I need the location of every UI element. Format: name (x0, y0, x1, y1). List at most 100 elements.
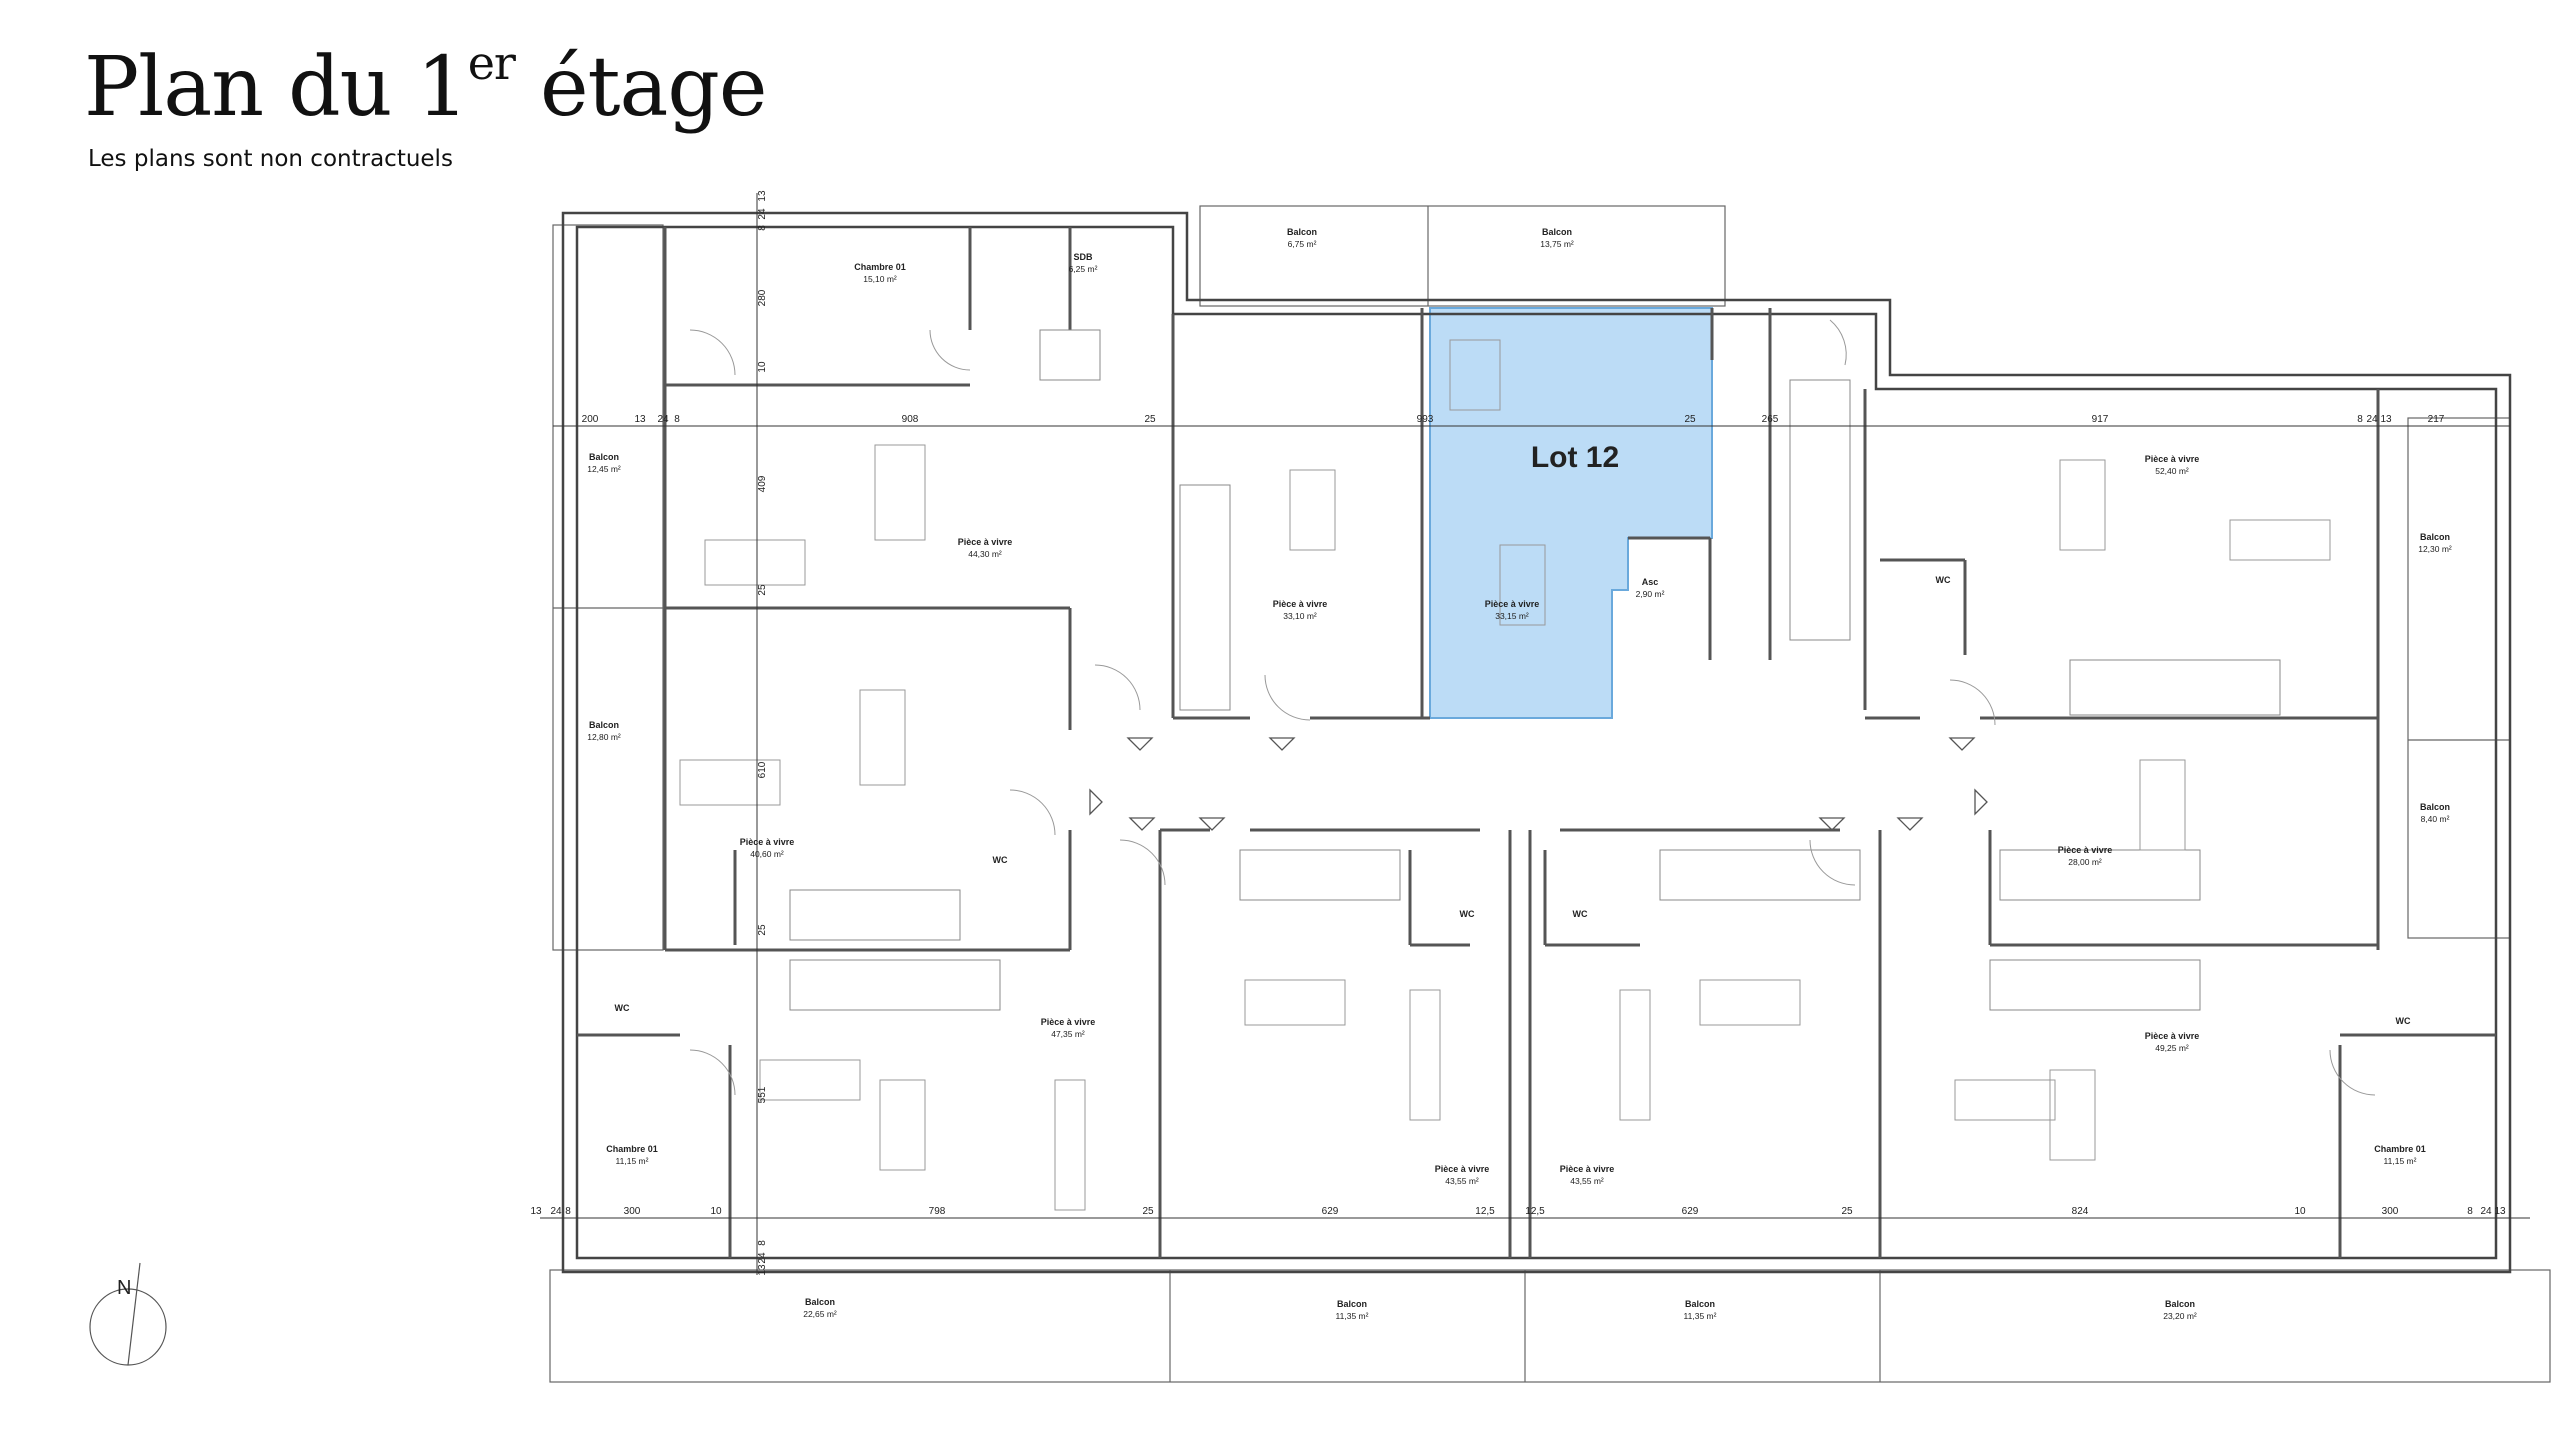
room-name: Chambre 01 (2374, 1144, 2426, 1154)
dimension-label: 8 (2357, 414, 2363, 425)
dimension-label: 13 (2494, 1206, 2506, 1217)
dimension-label: 217 (2428, 414, 2445, 425)
dimension-label: 24 (657, 414, 669, 425)
dimension-label: 908 (902, 414, 919, 425)
room-area: 11,35 m² (1336, 1311, 1369, 1321)
room-area: 52,40 m² (2155, 466, 2189, 476)
room-name: Balcon (805, 1297, 835, 1307)
dimension-label: 10 (2294, 1206, 2306, 1217)
room-name: SDB (1073, 252, 1093, 262)
dimension-label: 24 (757, 208, 768, 220)
room-name: Balcon (2420, 802, 2450, 812)
room-name: Pièce à vivre (2145, 1031, 2200, 1041)
furniture (679, 339, 2331, 1211)
balcony-outlines (549, 205, 2551, 1383)
room-area: 11,15 m² (616, 1156, 649, 1166)
dimension-label: 13 (530, 1206, 542, 1217)
dimension-label: 12,5 (1525, 1206, 1545, 1217)
room-name: Chambre 01 (606, 1144, 658, 1154)
dimension-label: 610 (757, 761, 768, 778)
room-area: 11,15 m² (2384, 1156, 2417, 1166)
room-name: Asc (1642, 577, 1659, 587)
dimension-label: 10 (757, 361, 768, 373)
room-name: Pièce à vivre (2058, 845, 2113, 855)
page-title: Plan du 1er étage (84, 35, 767, 135)
dimension-label: 24 (757, 1252, 768, 1264)
room-name: Chambre 01 (854, 262, 906, 272)
room-name: WC (993, 855, 1008, 865)
dimension-label: 409 (757, 475, 768, 492)
dimension-label: 25 (757, 584, 768, 596)
dimension-lines (540, 193, 2530, 1275)
room-area: 12,30 m² (2418, 544, 2452, 554)
room-area: 23,20 m² (2163, 1311, 2197, 1321)
dimension-label: 24 (2480, 1206, 2492, 1217)
page-subtitle: Les plans sont non contractuels (88, 146, 453, 172)
dimension-label: 993 (1417, 414, 1434, 425)
dimension-label: 8 (674, 414, 680, 425)
dimension-label: 24 (2366, 414, 2378, 425)
room-name: Balcon (589, 720, 619, 730)
dimension-label: 300 (624, 1206, 641, 1217)
dimension-label: 917 (2092, 414, 2109, 425)
room-name: Pièce à vivre (1485, 599, 1540, 609)
dimension-label: 280 (757, 289, 768, 306)
room-area: 6,75 m² (1288, 239, 1317, 249)
room-area: 11,35 m² (1684, 1311, 1717, 1321)
exterior-walls (561, 211, 2512, 1274)
dimension-label: 13 (757, 190, 768, 202)
dimension-label: 12,5 (1475, 1206, 1495, 1217)
room-area: 43,55 m² (1570, 1176, 1604, 1186)
dimension-label: 25 (1684, 414, 1696, 425)
dimension-label: 10 (710, 1206, 722, 1217)
room-area: 6,25 m² (1069, 264, 1098, 274)
room-area: 13,75 m² (1540, 239, 1574, 249)
room-name: WC (615, 1003, 630, 1013)
room-name: Pièce à vivre (740, 837, 795, 847)
dimension-label: 629 (1682, 1206, 1699, 1217)
dimension-label: 300 (2382, 1206, 2399, 1217)
room-labels: Chambre 01 15,10 m² SDB 6,25 m² Balcon 6,75 m… (587, 227, 2452, 1321)
dimension-label: 24 (550, 1206, 562, 1217)
dimension-label: 25 (1841, 1206, 1853, 1217)
room-area: 44,30 m² (968, 549, 1002, 559)
room-area: 43,55 m² (1445, 1176, 1479, 1186)
room-area: 33,15 m² (1495, 611, 1529, 621)
interior-walls (577, 227, 2496, 1258)
dimension-label: 551 (757, 1086, 768, 1103)
dimension-label: 25 (1144, 414, 1156, 425)
dimension-label: 13 (757, 1264, 768, 1276)
room-name: Pièce à vivre (1435, 1164, 1490, 1174)
room-area: 28,00 m² (2068, 857, 2102, 867)
dimension-label: 8 (757, 225, 768, 231)
circulation-markers (1089, 737, 1988, 831)
room-area: 49,25 m² (2155, 1043, 2189, 1053)
dimension-label: 25 (1142, 1206, 1154, 1217)
room-name: Pièce à vivre (958, 537, 1013, 547)
dimension-label: 798 (929, 1206, 946, 1217)
room-area: 47,35 m² (1051, 1029, 1085, 1039)
lot-12-area[interactable] (1429, 307, 1713, 719)
room-area: 33,10 m² (1283, 611, 1317, 621)
dimension-label: 13 (634, 414, 646, 425)
room-name: WC (1936, 575, 1951, 585)
room-name: Balcon (2420, 532, 2450, 542)
stairs (789, 329, 2281, 1011)
room-name: Pièce à vivre (1041, 1017, 1096, 1027)
dimension-label: 13 (2380, 414, 2392, 425)
room-name: Pièce à vivre (1273, 599, 1328, 609)
dimension-label: 8 (757, 1240, 768, 1246)
dimension-label: 8 (565, 1206, 571, 1217)
room-name: Balcon (589, 452, 619, 462)
room-area: 12,45 m² (587, 464, 621, 474)
north-compass: N (89, 1262, 167, 1366)
room-name: Balcon (1685, 1299, 1715, 1309)
room-name: Pièce à vivre (2145, 454, 2200, 464)
room-area: 15,10 m² (863, 274, 897, 284)
dimension-label: 265 (1762, 414, 1779, 425)
dimension-label: 824 (2072, 1206, 2089, 1217)
door-swings (689, 319, 2376, 1096)
room-name: Balcon (2165, 1299, 2195, 1309)
